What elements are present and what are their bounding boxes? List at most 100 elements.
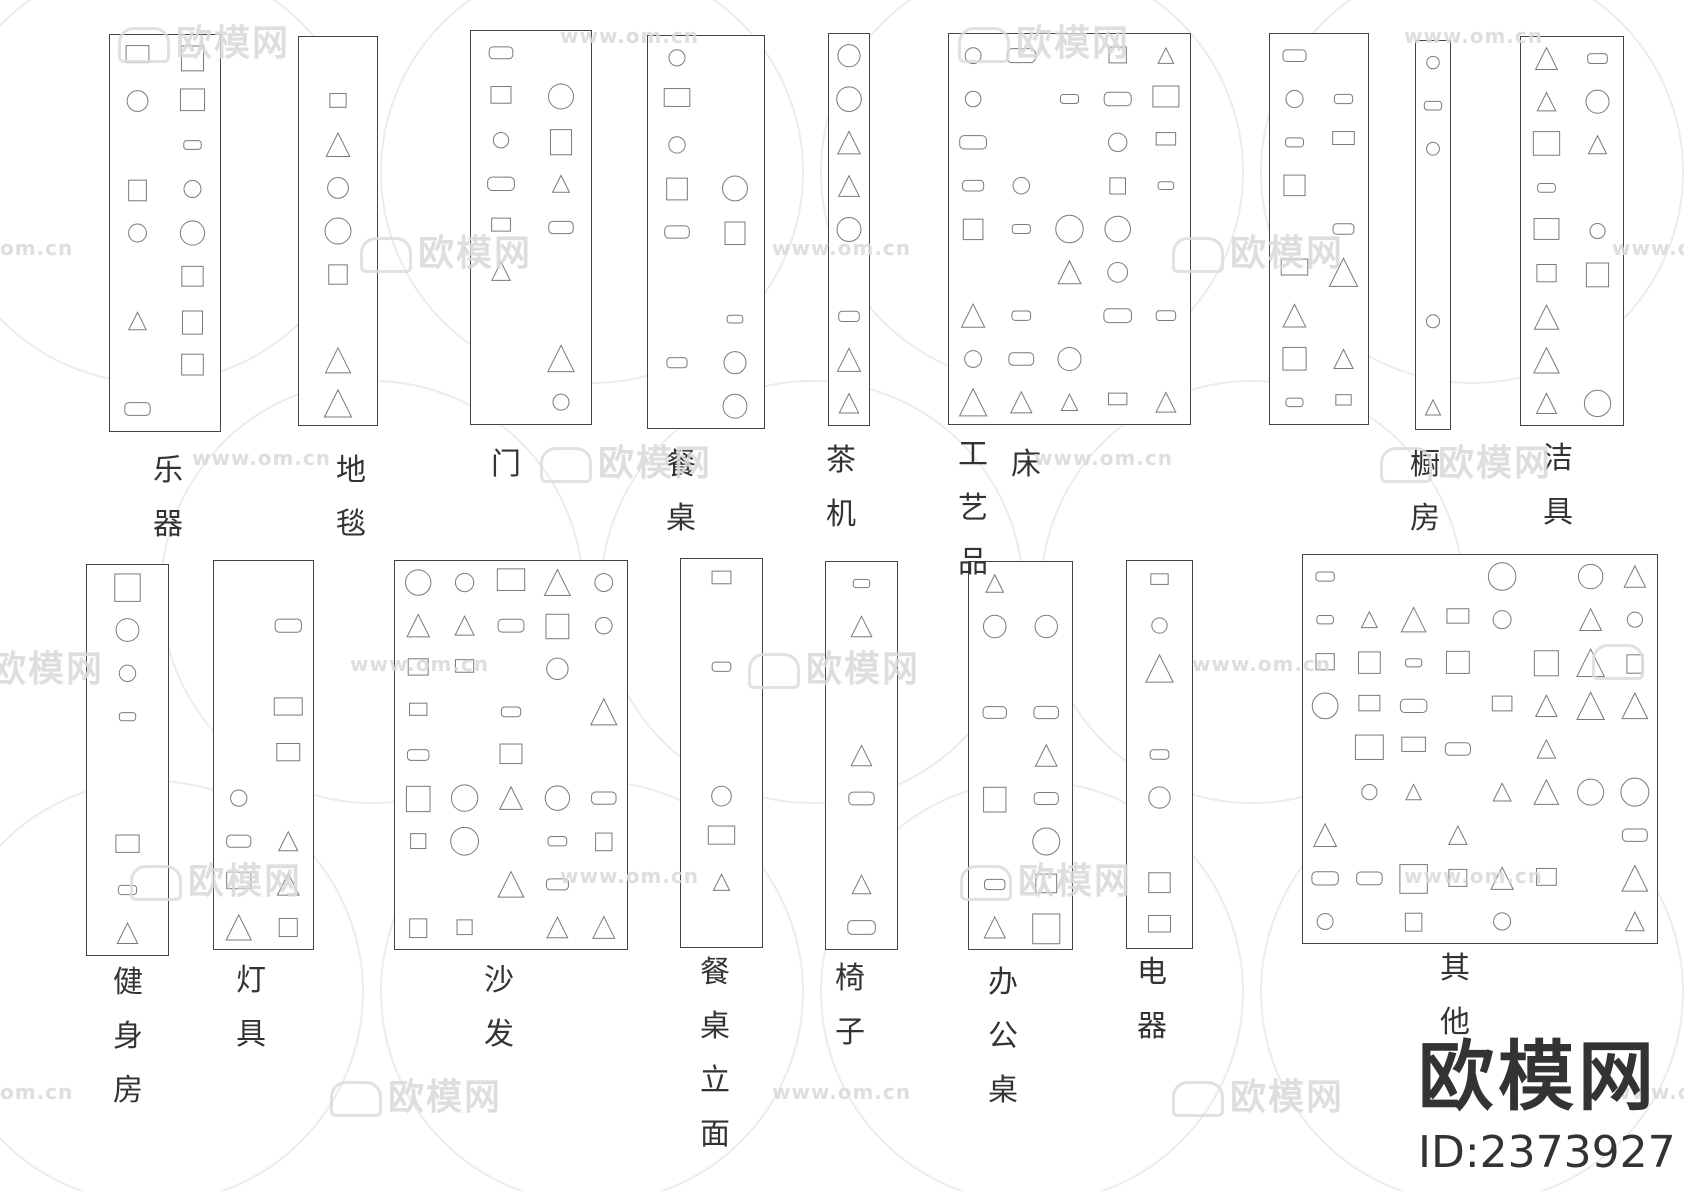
cad-symbol <box>118 712 137 722</box>
label-char: 桌 <box>700 1009 730 1044</box>
cad-symbol <box>125 45 150 64</box>
cad-symbol <box>547 836 568 847</box>
cad-symbol <box>1333 93 1354 105</box>
cad-symbol <box>1006 48 1036 64</box>
label-char: 艺 <box>958 491 988 526</box>
cad-symbol <box>1059 93 1080 105</box>
cad-symbol <box>128 179 147 202</box>
cad-symbol <box>595 616 613 635</box>
cad-symbol <box>1311 871 1339 886</box>
cad-symbols <box>114 573 141 944</box>
cad-symbol <box>1155 391 1177 413</box>
cad-symbol <box>712 873 731 891</box>
cad-symbol <box>722 175 748 202</box>
cad-symbol <box>1157 46 1175 64</box>
cad-symbol <box>1108 46 1127 64</box>
cad-symbol <box>128 223 147 243</box>
cad-symbol <box>551 174 571 193</box>
panel-crafts <box>1269 33 1369 425</box>
cad-symbol <box>548 83 574 110</box>
cad-symbol <box>1577 778 1605 806</box>
cad-symbol <box>183 180 202 198</box>
cad-symbol <box>497 870 525 898</box>
label-char: 地 <box>336 453 366 488</box>
cad-symbol <box>497 618 525 633</box>
cad-symbols <box>707 570 736 891</box>
cad-symbol <box>1034 614 1058 639</box>
cad-symbol <box>406 613 431 638</box>
cad-symbol <box>1490 866 1515 890</box>
cad-symbol <box>1335 394 1352 406</box>
cad-symbol <box>450 784 479 812</box>
label-char: 餐 <box>700 955 730 990</box>
cad-symbol <box>226 834 252 848</box>
cad-symbol <box>1152 85 1180 108</box>
panel-appliances <box>1126 560 1193 949</box>
cad-symbol <box>1333 348 1354 370</box>
cad-symbol <box>327 177 349 199</box>
cad-symbol <box>1623 564 1647 588</box>
cad-symbol <box>959 135 987 150</box>
cad-symbol <box>962 218 984 241</box>
cad-symbol <box>964 47 982 65</box>
cad-symbol <box>1157 181 1175 191</box>
cad-symbol <box>1032 913 1061 945</box>
label-char: 灯 <box>236 963 266 998</box>
cad-symbol <box>722 393 748 419</box>
cad-symbols <box>958 46 1180 417</box>
cad-symbol <box>491 260 511 281</box>
cad-symbol <box>1624 911 1645 932</box>
cad-symbol <box>852 578 871 589</box>
cad-symbol <box>1280 258 1309 276</box>
cad-symbol <box>1332 223 1355 235</box>
cad-symbol <box>491 217 511 232</box>
cad-symbol <box>454 659 475 673</box>
cad-symbol <box>325 131 351 158</box>
label-char: 房 <box>113 1073 143 1108</box>
label-char: 立 <box>700 1063 730 1098</box>
cad-symbol <box>405 785 431 813</box>
cad-symbol <box>450 826 480 856</box>
panel-gym <box>86 564 169 956</box>
cad-symbol <box>836 217 862 242</box>
watermark-url: www.om.cn <box>1034 446 1174 470</box>
cad-symbol <box>324 217 352 245</box>
cad-symbol <box>546 657 569 680</box>
cad-symbols <box>1145 573 1174 933</box>
cad-symbol <box>1107 261 1129 283</box>
cad-symbol <box>1492 782 1512 802</box>
cad-symbol <box>1405 658 1423 668</box>
cad-symbol <box>1108 392 1128 406</box>
cad-symbol <box>124 402 151 416</box>
cad-symbol <box>726 314 744 324</box>
cad-symbol <box>1103 91 1132 107</box>
cad-symbol <box>1621 864 1649 892</box>
cad-symbol <box>1034 743 1058 767</box>
cad-symbol <box>1109 177 1126 195</box>
cad-symbol <box>1399 698 1428 714</box>
cad-symbol <box>116 922 139 944</box>
cad-symbol <box>548 220 574 235</box>
cad-symbol <box>276 872 300 896</box>
cad-symbol <box>126 90 149 112</box>
cad-symbol <box>1448 868 1468 887</box>
cad-symbol <box>1285 89 1304 109</box>
cad-symbol <box>1316 912 1334 930</box>
label-char: 洁 <box>1543 441 1573 476</box>
label-char: 机 <box>826 497 856 532</box>
cad-symbol <box>543 568 572 596</box>
cad-symbol <box>836 347 862 372</box>
watermark-logo: 欧模网 <box>1172 1068 1344 1120</box>
panel-bed <box>948 33 1191 425</box>
cad-symbol <box>1315 653 1335 671</box>
watermark-logo: 欧模网 <box>1380 434 1552 486</box>
cad-symbol <box>1155 132 1177 146</box>
cad-symbol <box>958 387 988 417</box>
cad-symbol <box>711 661 732 672</box>
cad-symbol <box>1536 263 1557 283</box>
cad-symbol <box>546 915 569 939</box>
cad-symbol <box>1311 692 1339 720</box>
cad-symbols <box>1532 46 1612 418</box>
label-char: 器 <box>153 507 183 542</box>
panel-instruments <box>109 34 221 432</box>
